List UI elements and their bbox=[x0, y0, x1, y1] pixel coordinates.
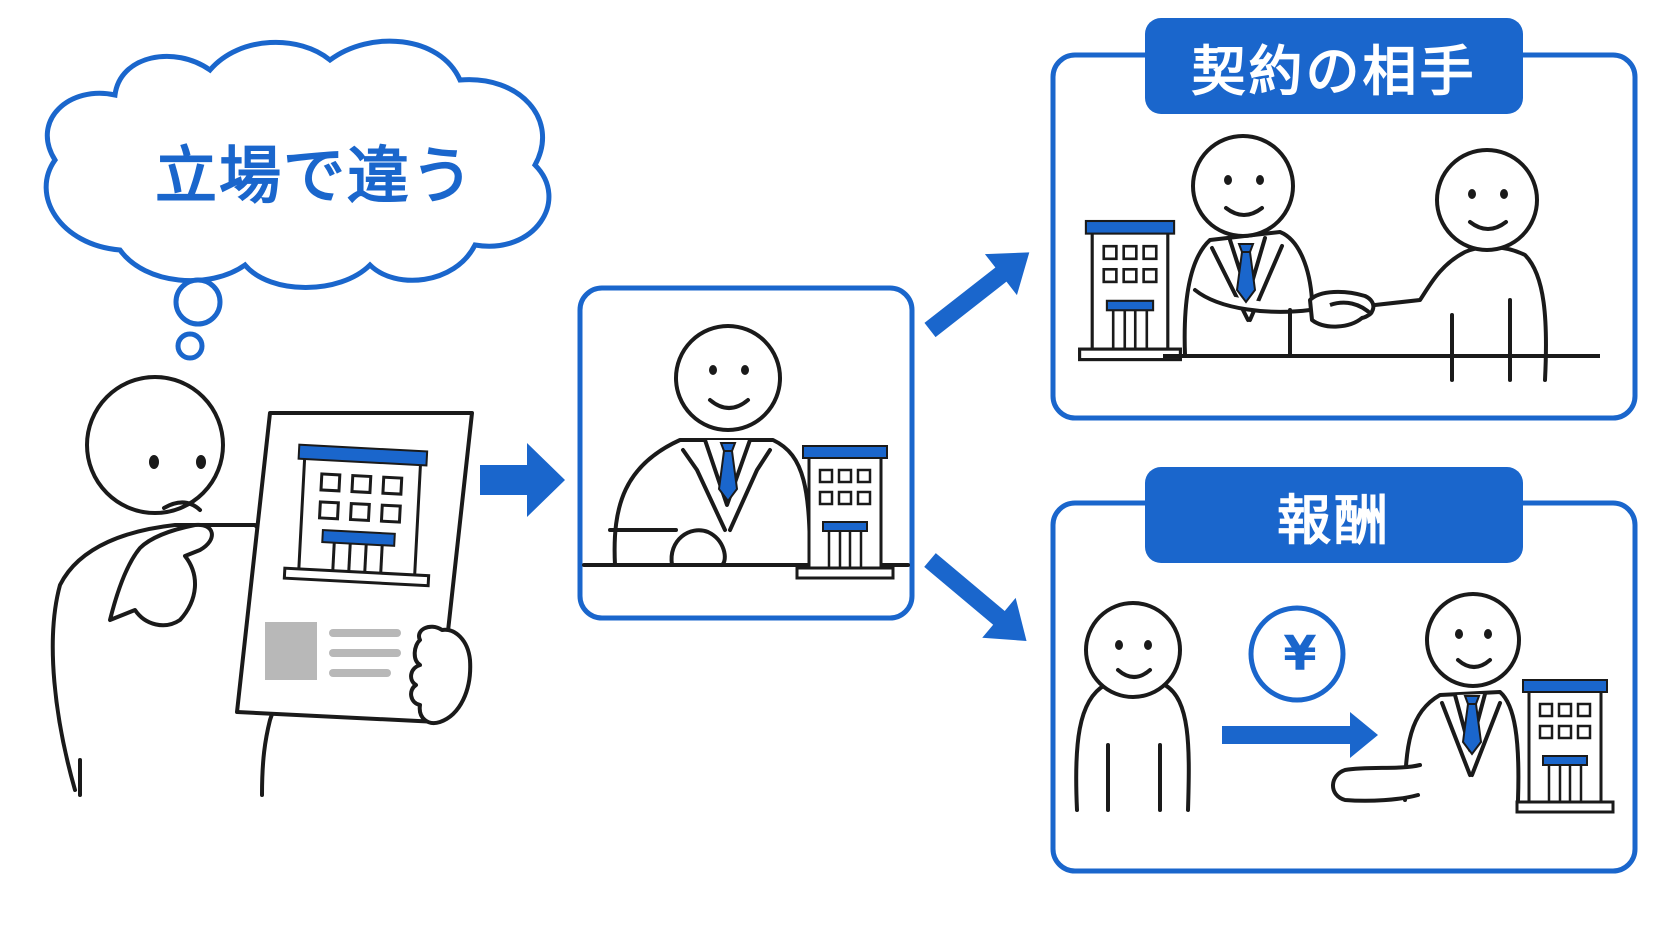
center-building-icon bbox=[795, 444, 895, 580]
arrow-down-right bbox=[924, 553, 1027, 641]
thought-bubble-large bbox=[173, 277, 223, 327]
handshake bbox=[1308, 289, 1376, 329]
arrow-right bbox=[480, 443, 565, 517]
reward-panel-title: 報酬 bbox=[1277, 488, 1391, 552]
thought-cloud bbox=[43, 38, 552, 290]
document bbox=[235, 411, 474, 725]
yen-coin-icon bbox=[1248, 605, 1346, 703]
contract-label-box bbox=[1145, 18, 1523, 114]
document-text-lines bbox=[329, 629, 401, 677]
reward-staff bbox=[1331, 592, 1521, 803]
reward-client bbox=[1074, 601, 1191, 812]
contract-panel-title: 契約の相手 bbox=[1191, 39, 1477, 103]
document-photo-placeholder bbox=[265, 622, 317, 680]
document-building-icon bbox=[282, 443, 431, 588]
document-hand bbox=[409, 624, 473, 725]
arrow-up-right bbox=[924, 252, 1030, 338]
contract-client bbox=[1373, 148, 1548, 382]
staff-person bbox=[582, 324, 910, 567]
yen-symbol: ¥ bbox=[1283, 626, 1317, 682]
thought-text: 立場で違う bbox=[154, 139, 475, 212]
thinking-person bbox=[50, 375, 290, 797]
reward-label-box bbox=[1145, 467, 1523, 563]
reward-building-icon bbox=[1515, 678, 1615, 814]
thought-bubble-small bbox=[175, 331, 205, 361]
contract-building-icon bbox=[1078, 219, 1182, 362]
payment-arrow bbox=[1222, 712, 1378, 758]
